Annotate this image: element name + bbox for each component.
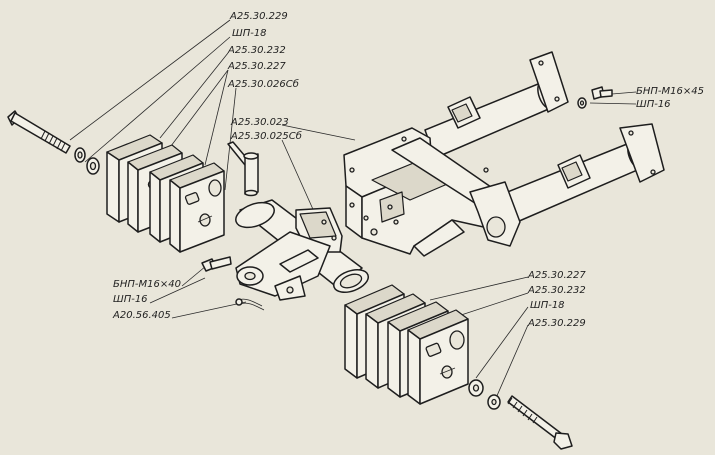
label-cotter-pin: А20.56.405 [113,310,171,321]
label-top-pin: А25.30.026Сб [228,79,299,90]
cotter-pin [235,298,265,311]
central-bracket [235,199,370,301]
label-top-washer-part: А25.30.229 [230,11,288,22]
label-bracket-part: А25.30.025Сб [231,131,302,142]
label-top-lock-washer: ШП-18 [232,28,267,39]
top-left-plate-stack [106,134,225,253]
top-pin [227,141,259,197]
left-small-bolt [201,256,232,272]
frame-assembly [343,51,665,257]
bottom-plate-stack [344,284,469,405]
label-frame-part: А25.30.023 [231,117,289,128]
bottom-washers [468,379,501,410]
label-bottom-washer-part: А25.30.229 [528,318,586,329]
label-bottom-lock-washer: ШП-18 [530,300,565,311]
label-bottom-plate-227: А25.30.227 [528,270,586,281]
label-top-plate-227: А25.30.227 [228,61,286,72]
label-bottom-plate-232: А25.30.232 [528,285,586,296]
top-left-washer [74,147,100,175]
top-left-bolt [7,110,71,154]
label-right-bolt: БНП-М16×45 [636,86,704,97]
label-right-lock-washer: ШП-16 [636,99,671,110]
label-top-plate-232: А25.30.232 [228,45,286,56]
leader-lines [69,19,637,399]
label-left-bolt: БНП-М16×40 [113,279,181,290]
label-left-lock-washer: ШП-16 [113,294,148,305]
right-small-bolt [577,86,613,109]
bottom-bolt [507,395,573,450]
